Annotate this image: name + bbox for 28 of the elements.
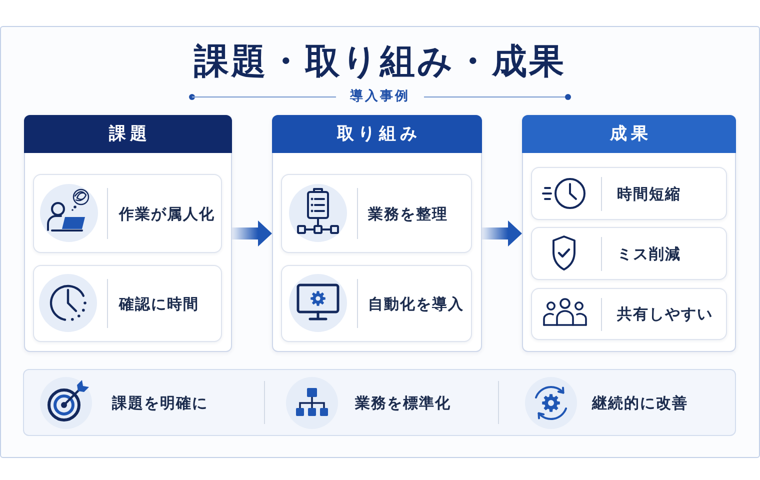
- flow-arrow: [482, 220, 522, 246]
- flow-arrow: [232, 220, 272, 246]
- item-label: ミス削減: [617, 244, 681, 264]
- subtitle: 導入事例: [350, 88, 410, 105]
- column-header: 取り組み: [272, 115, 482, 153]
- item-card: [531, 227, 727, 280]
- item-label: 作業が属人化: [119, 204, 215, 224]
- item-label: 共有しやすい: [617, 304, 713, 324]
- item-card: [281, 174, 472, 253]
- item-label: 時間短縮: [617, 184, 681, 204]
- column-header: 成果: [522, 115, 736, 153]
- column-panel: [24, 115, 232, 352]
- summary-label: 業務を標準化: [355, 392, 451, 412]
- item-card: [531, 288, 727, 340]
- summary-label: 継続的に改善: [592, 392, 688, 412]
- item-label: 自動化を導入: [368, 294, 464, 314]
- item-card: [281, 265, 472, 342]
- item-label: 業務を整理: [368, 204, 448, 224]
- item-card: [33, 265, 222, 342]
- item-card: [33, 174, 222, 253]
- item-card: [531, 167, 727, 220]
- diagram-title: 課題・取り組み・成果: [194, 41, 566, 83]
- summary-band: [23, 369, 736, 436]
- column-header: 課題: [24, 115, 232, 153]
- column-panel: [522, 115, 736, 352]
- item-label: 確認に時間: [119, 294, 199, 314]
- summary-label: 課題を明確に: [112, 392, 208, 412]
- column-panel: [272, 115, 482, 352]
